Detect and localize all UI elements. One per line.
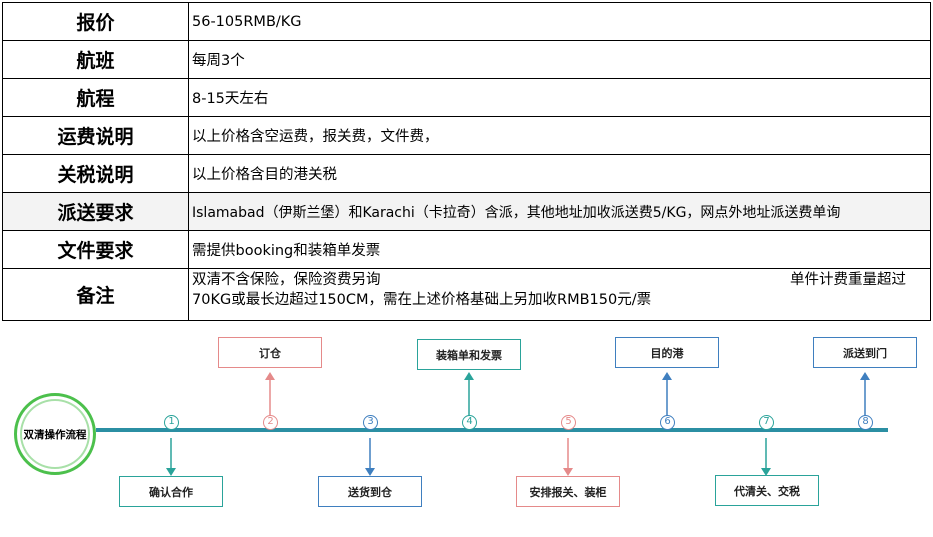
table-row: 报价 56-105RMB/KG: [2, 2, 931, 41]
step-number-1: 1: [164, 415, 179, 430]
arrow-1: [166, 468, 176, 476]
step-number-5: 5: [561, 415, 576, 430]
row-value: 56-105RMB/KG: [188, 2, 931, 41]
row-label: 文件要求: [2, 230, 189, 269]
arrow-8: [860, 372, 870, 380]
flow-lines: [96, 372, 888, 476]
arrow-4: [464, 372, 474, 380]
row-label: 航班: [2, 40, 189, 79]
row-label: 航程: [2, 78, 189, 117]
table-row: 航班 每周3个: [2, 40, 931, 79]
arrow-6: [662, 372, 672, 380]
table-row: 文件要求 需提供booking和装箱单发票: [2, 230, 931, 269]
step-box-7: 代清关、交税: [715, 475, 819, 506]
row-value: 每周3个: [188, 40, 931, 79]
arrow-2: [265, 372, 275, 380]
note-line-1: 双清不含保险，保险资费另询 单件计费重量超过: [192, 270, 927, 290]
step-number-7: 7: [759, 415, 774, 430]
table-row: 航程 8-15天左右: [2, 78, 931, 117]
row-label: 运费说明: [2, 116, 189, 155]
step-box-3: 送货到仓: [318, 476, 422, 507]
step-box-1: 确认合作: [119, 476, 223, 507]
note-value: 双清不含保险，保险资费另询 单件计费重量超过 70KG或最长边超过150CM，需…: [188, 268, 931, 321]
flow-start-circle: 双清操作流程: [14, 393, 96, 475]
info-table: 报价 56-105RMB/KG 航班 每周3个 航程 8-15天左右 运费说明 …: [2, 2, 931, 321]
step-box-4: 装箱单和发票: [417, 339, 521, 370]
table-row: 关税说明 以上价格含目的港关税: [2, 154, 931, 193]
row-label: 关税说明: [2, 154, 189, 193]
row-value: 需提供booking和装箱单发票: [188, 230, 931, 269]
row-value: 以上价格含空运费，报关费，文件费，: [188, 116, 931, 155]
arrow-5: [563, 468, 573, 476]
table-row-note: 备注 双清不含保险，保险资费另询 单件计费重量超过 70KG或最长边超过150C…: [2, 268, 931, 321]
arrow-3: [365, 468, 375, 476]
note-line-2: 70KG或最长边超过150CM，需在上述价格基础上另加收RMB150元/票: [192, 292, 652, 308]
step-number-8: 8: [858, 415, 873, 430]
note-text-left: 双清不含保险，保险资费另询: [192, 272, 381, 288]
row-label: 报价: [2, 2, 189, 41]
step-number-2: 2: [263, 415, 278, 430]
row-value: Islamabad（伊斯兰堡）和Karachi（卡拉奇）含派，其他地址加收派送费…: [188, 192, 931, 231]
step-box-2: 订仓: [218, 337, 322, 368]
step-box-8: 派送到门: [813, 337, 917, 368]
step-number-4: 4: [462, 415, 477, 430]
table-row: 运费说明 以上价格含空运费，报关费，文件费，: [2, 116, 931, 155]
arrow-7: [761, 468, 771, 476]
note-text-right: 单件计费重量超过: [790, 272, 906, 288]
table-row: 派送要求 Islamabad（伊斯兰堡）和Karachi（卡拉奇）含派，其他地址…: [2, 192, 931, 231]
step-box-5: 安排报关、装柜: [516, 476, 620, 507]
step-number-3: 3: [363, 415, 378, 430]
step-box-6: 目的港: [615, 337, 719, 368]
step-number-6: 6: [660, 415, 675, 430]
row-value: 8-15天左右: [188, 78, 931, 117]
row-label: 派送要求: [2, 192, 189, 231]
row-label: 备注: [2, 268, 189, 321]
flow-diagram: 双清操作流程 1 2 3 4 5 6 7 8 确认合作 订仓 送货到仓 装箱单和…: [0, 328, 933, 537]
row-value: 以上价格含目的港关税: [188, 154, 931, 193]
